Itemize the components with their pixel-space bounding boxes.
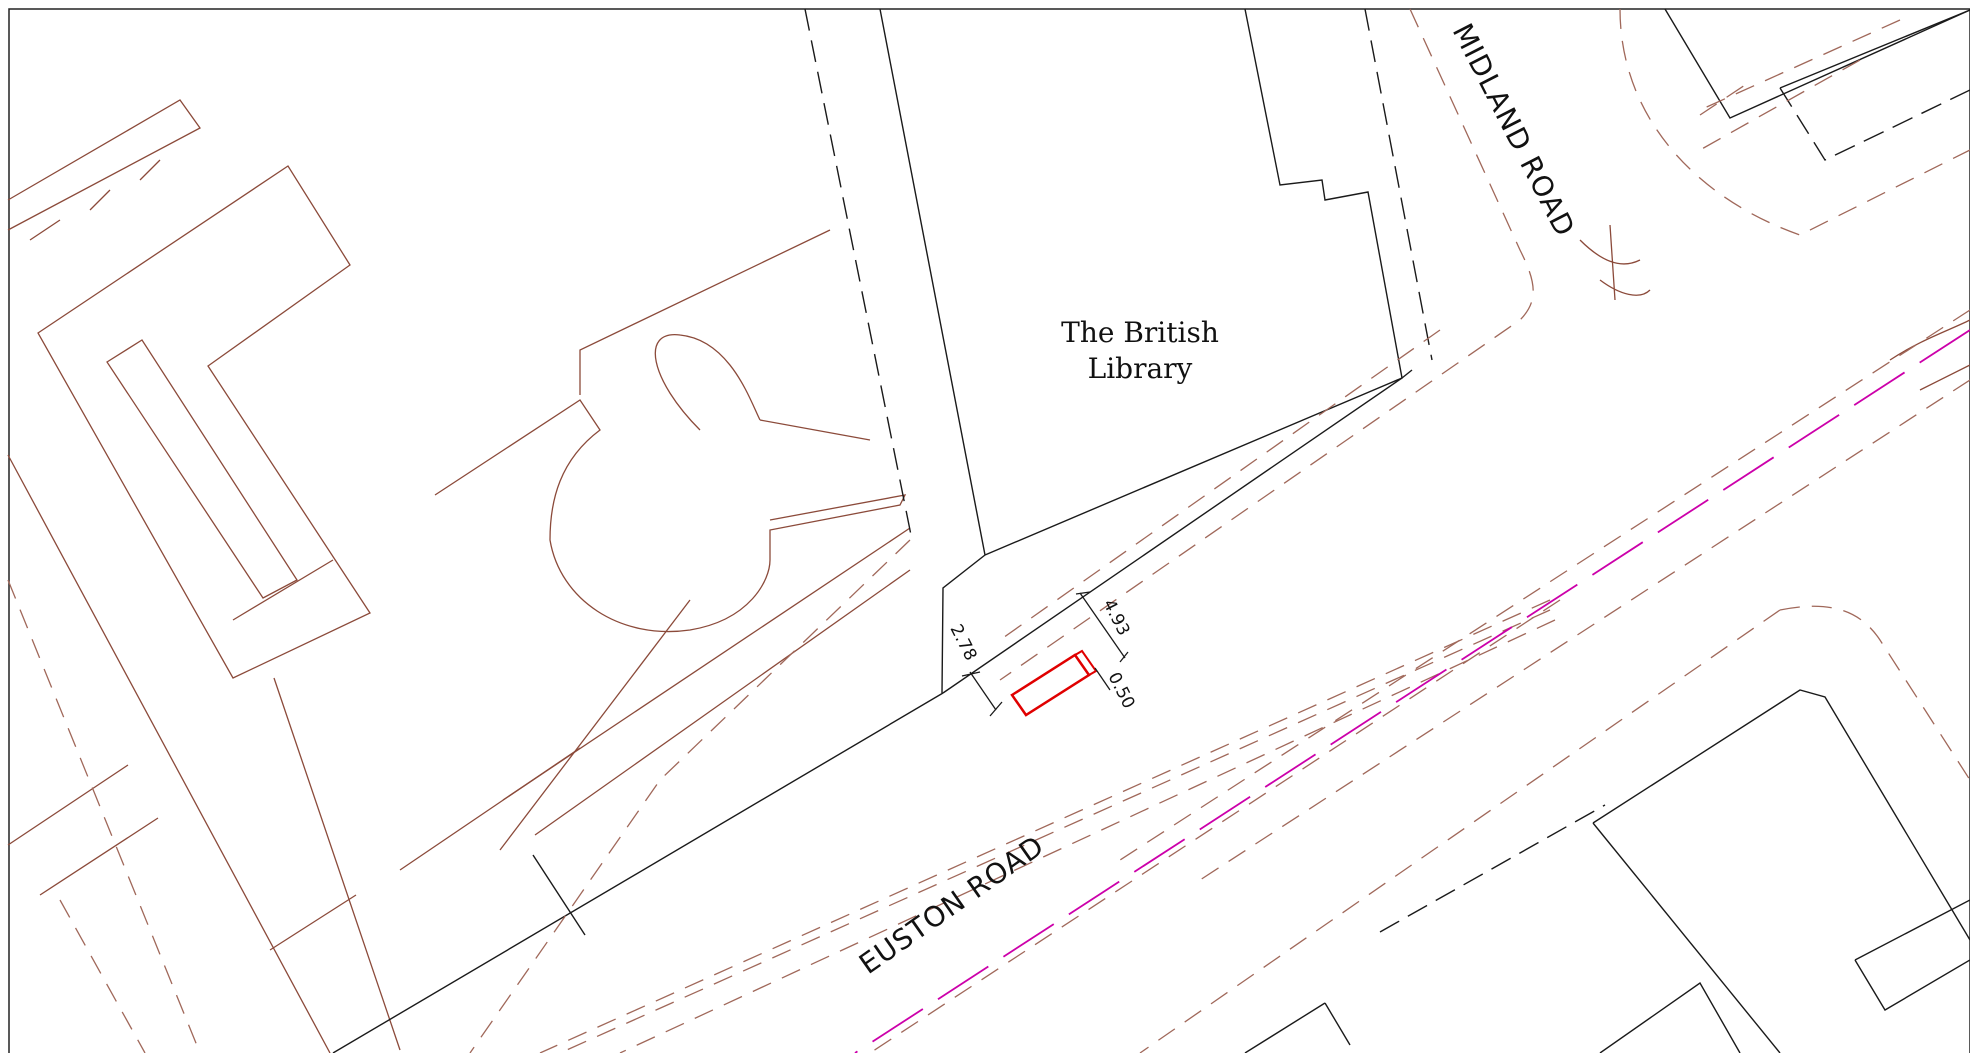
road-label-euston: EUSTON ROAD — [853, 829, 1050, 981]
building-southeast-outline — [1592, 689, 1970, 941]
dimension-label-3: 0.50 — [1104, 669, 1139, 712]
building-label-line1: The British — [1061, 316, 1219, 349]
dimension-label-1: 2.78 — [946, 621, 981, 664]
dimension-label-2: 4.93 — [1099, 596, 1134, 639]
building-outlines — [332, 8, 1970, 1053]
map-frame — [8, 8, 1970, 1053]
magenta-boundary-line — [854, 329, 1970, 1053]
boundary-dashes — [804, 8, 1970, 933]
building-label-line2: Library — [1088, 352, 1193, 385]
highlighted-feature — [1010, 649, 1098, 717]
road-label-midland: MIDLAND ROAD — [1446, 18, 1582, 242]
british-library-outline — [879, 8, 1403, 694]
dimension-lines — [961, 591, 1129, 717]
kerb-dashes — [7, 8, 1970, 1053]
landscape-lines — [7, 99, 1970, 1053]
